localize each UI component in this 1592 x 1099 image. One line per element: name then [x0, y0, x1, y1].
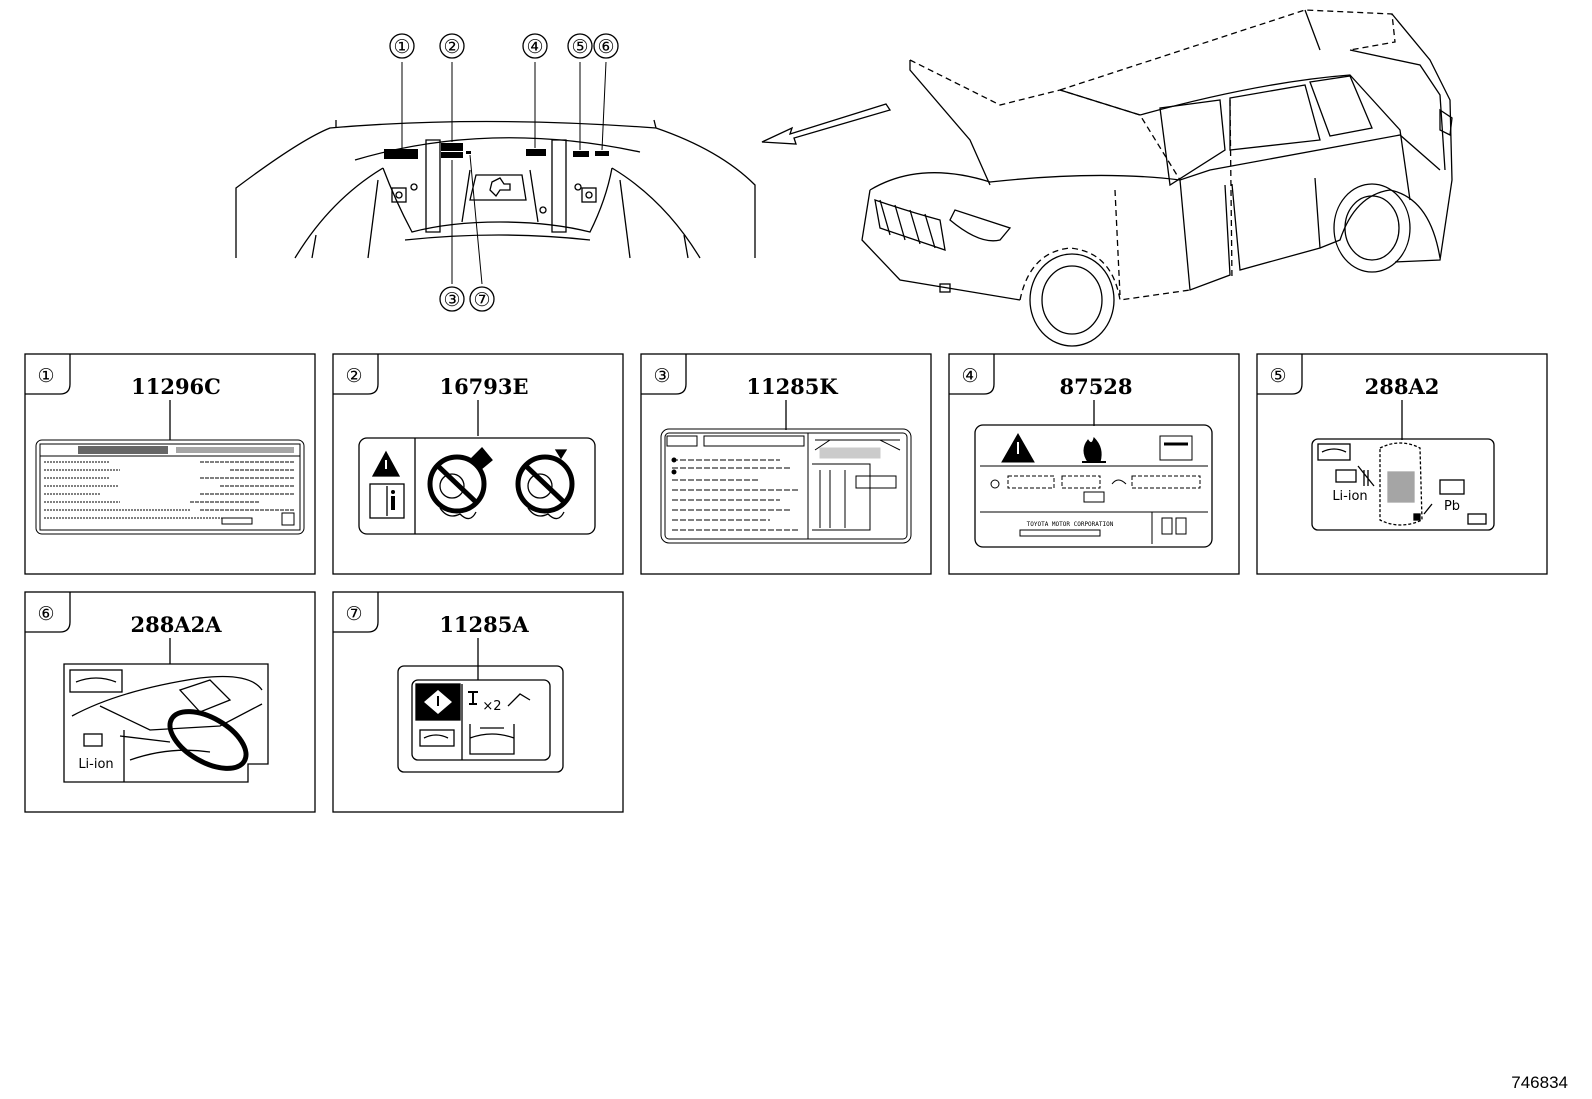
callout-leaders	[401, 61, 607, 285]
part-number: 87528	[1059, 374, 1132, 399]
l7-x2-text: ×2	[482, 699, 501, 714]
direction-arrow	[761, 103, 892, 145]
part-number: 16793E	[439, 374, 528, 399]
part-numbers: 11296C 16793E 11285K 87528 288A2 288A2A …	[130, 374, 1439, 637]
label-number: ③	[653, 365, 670, 387]
part-number: 11296C	[131, 374, 221, 399]
l5-pb-text: Pb	[1444, 499, 1460, 514]
l4-corporation-text: TOYOTA MOTOR CORPORATION	[1027, 521, 1114, 528]
label-number: ⑤	[1269, 365, 1286, 387]
label-inner-texts: TOYOTA MOTOR CORPORATION Li-ion Pb Li-io…	[78, 489, 1460, 772]
label-2-drawing	[358, 437, 596, 535]
label-box-numbers: ① ② ③ ④ ⑤ ⑥ ⑦	[37, 365, 1286, 625]
part-number: 11285K	[746, 374, 838, 399]
callout-4: ④	[526, 36, 543, 58]
callout-5: ⑤	[571, 36, 588, 58]
part-number: 288A2A	[130, 612, 222, 637]
vehicle-illustration	[861, 9, 1453, 347]
label-boxes	[24, 353, 1548, 813]
figure-id: 746834	[1511, 1073, 1568, 1092]
label-1-drawing	[35, 439, 305, 535]
label-3-drawing	[660, 428, 912, 544]
part-number: 11285A	[439, 612, 529, 637]
callout-7: ⑦	[473, 289, 490, 311]
label-7-drawing	[397, 665, 564, 773]
label-4-drawing	[974, 424, 1213, 548]
callout-1: ①	[393, 36, 410, 58]
callout-numbers: ① ② ④ ⑤ ⑥ ③ ⑦	[393, 36, 614, 311]
label-5-drawing	[1311, 438, 1495, 531]
label-number: ⑦	[345, 603, 362, 625]
label-number: ④	[961, 365, 978, 387]
callout-6: ⑥	[597, 36, 614, 58]
callout-circles	[389, 33, 619, 312]
callout-2: ②	[443, 36, 460, 58]
l6-liion-text: Li-ion	[78, 757, 113, 772]
label-6-drawing	[63, 663, 269, 783]
engine-bay-view	[235, 119, 756, 259]
part-number: 288A2	[1365, 374, 1440, 399]
label-number: ①	[37, 365, 54, 387]
label-number: ⑥	[37, 603, 54, 625]
label-number: ②	[345, 365, 362, 387]
callout-3: ③	[443, 289, 460, 311]
l5-liion-text: Li-ion	[1332, 489, 1367, 504]
